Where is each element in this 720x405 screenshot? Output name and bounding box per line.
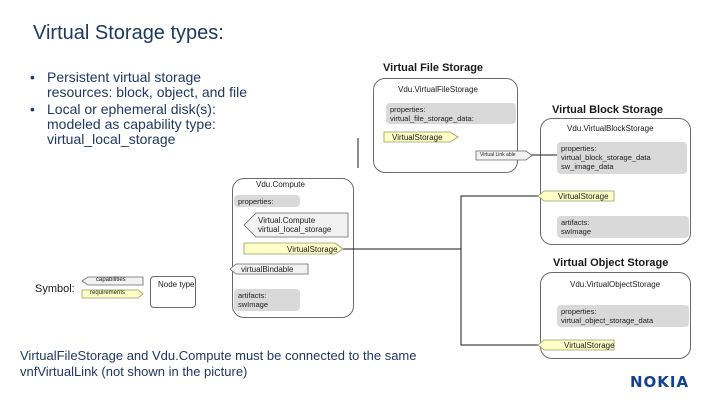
object-storage-header: Virtual Object Storage — [553, 257, 669, 269]
bullet-text: Persistent virtual storage resources: bl… — [47, 69, 247, 100]
compute-properties: properties: — [234, 195, 300, 207]
block-storage-artifacts: artifacts: swImage — [557, 216, 689, 238]
file-storage-requirement-shape — [475, 150, 533, 161]
object-storage-capability-label: VirtualStorage — [564, 341, 615, 350]
compute-capability-shape — [243, 212, 349, 238]
bullet-item: • Local or ephemeral disk(s): modeled as … — [30, 102, 255, 147]
block-storage-node-name: Vdu.VirtualBlockStorage — [567, 124, 654, 133]
bullet-dot-icon: • — [30, 69, 35, 85]
legend-requirement-shape — [81, 289, 144, 299]
bullet-list: • Persistent virtual storage resources: b… — [30, 70, 255, 149]
file-storage-properties: properties: virtual_file_storage_data: — [386, 103, 516, 124]
legend-node-type-box — [150, 276, 196, 308]
legend-requirements-label: requirements — [90, 290, 126, 296]
legend-capabilities-label: capabilities — [96, 277, 126, 283]
bullet-item: • Persistent virtual storage resources: b… — [30, 70, 255, 100]
compute-bindable-shape — [229, 263, 309, 275]
bullet-dot-icon: • — [30, 101, 35, 117]
block-storage-header: Virtual Block Storage — [552, 104, 664, 116]
connector-line — [341, 195, 560, 250]
block-storage-properties: properties: virtual_block_storage_data s… — [557, 142, 687, 174]
nokia-logo: NOKIA — [630, 373, 690, 391]
object-storage-capability-shape — [537, 339, 615, 351]
compute-requirement-shape — [243, 242, 344, 255]
legend-symbol-label: Symbol: — [35, 283, 75, 295]
block-storage-capability-label: VirtualStorage — [558, 192, 609, 201]
file-storage-node-name: Vdu.VirtualFileStorage — [398, 85, 478, 94]
file-storage-header: Virtual File Storage — [383, 62, 484, 74]
object-storage-node-name: Vdu.VirtualObjectStorage — [570, 280, 661, 289]
connector-line — [460, 249, 560, 346]
file-storage-capability-label: VirtualStorage — [392, 133, 443, 142]
object-storage-properties: properties: virtual_object_storage_data — [557, 305, 689, 327]
footer-note: VirtualFileStorage and Vdu.Compute must … — [20, 348, 417, 379]
slide-title: Virtual Storage types: — [33, 22, 224, 44]
block-storage-capability-shape — [537, 190, 615, 202]
compute-requirement-label: VirtualStorage — [287, 245, 338, 254]
compute-capability-label: Virtual.Compute virtual_local_storage — [258, 216, 332, 234]
compute-bindable-label: virtualBindable — [241, 265, 294, 274]
bullet-text: Local or ephemeral disk(s): modeled as c… — [47, 101, 216, 147]
compute-artifacts: artifacts: swImage — [234, 289, 300, 311]
file-storage-capability-shape — [383, 131, 459, 143]
legend-capability-shape — [81, 276, 144, 286]
file-storage-requirement-label: Virtual Link able — [480, 152, 516, 158]
compute-node-name: Vdu.Compute — [256, 180, 305, 189]
legend-node-type-label: Node type — [158, 280, 195, 289]
